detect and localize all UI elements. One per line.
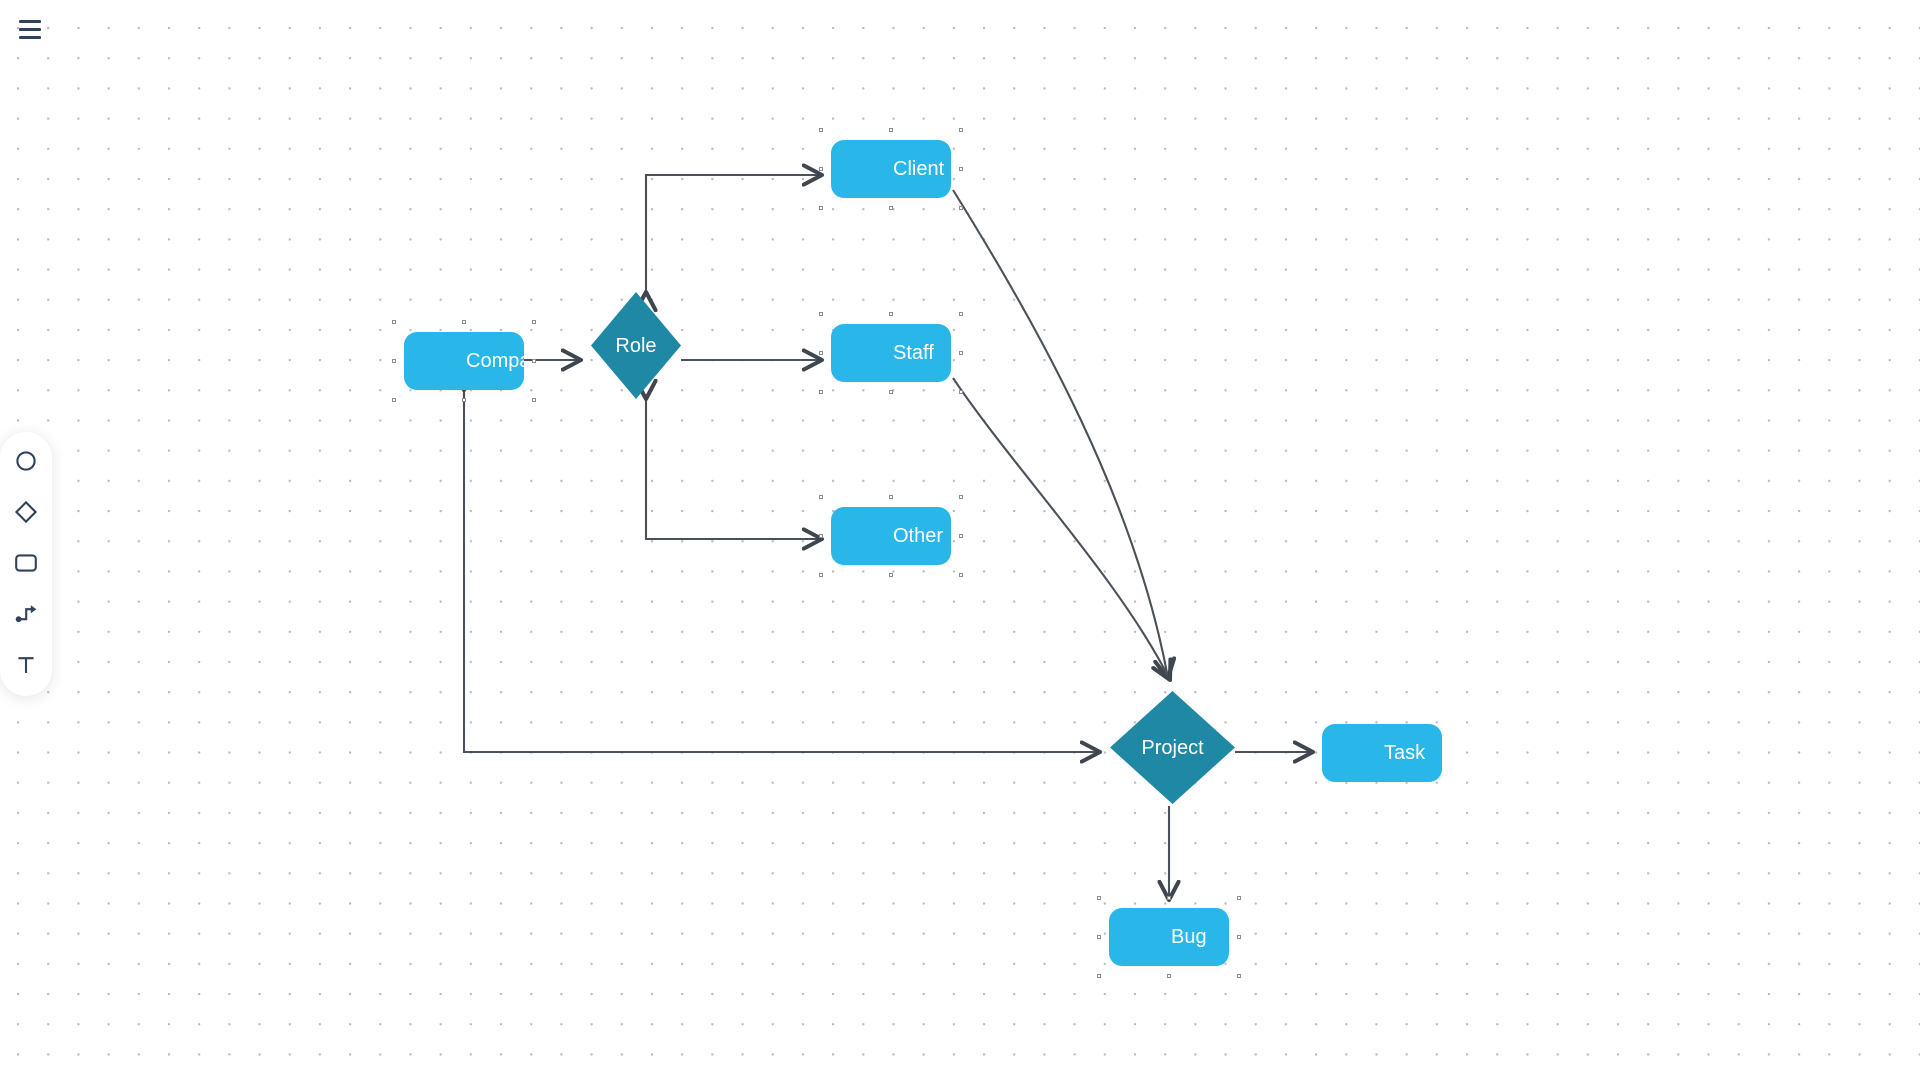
resize-handle-br[interactable] (959, 390, 963, 394)
text-t-icon (15, 654, 37, 676)
node-other[interactable]: Other (819, 495, 963, 577)
node-company[interactable]: Company (392, 320, 536, 402)
resize-handle-br[interactable] (532, 398, 536, 402)
resize-handle-br[interactable] (1237, 974, 1241, 978)
resize-handle-mr[interactable] (959, 534, 963, 538)
resize-handle-tl[interactable] (392, 320, 396, 324)
resize-handle-bl[interactable] (819, 390, 823, 394)
node-shape-rectangle (1322, 724, 1442, 782)
resize-handle-tr[interactable] (959, 312, 963, 316)
resize-handle-mr[interactable] (959, 167, 963, 171)
resize-handle-bl[interactable] (819, 573, 823, 577)
rectangle-icon (14, 553, 38, 573)
node-shape-diamond (591, 292, 681, 399)
resize-handle-mr[interactable] (1237, 935, 1241, 939)
node-shape-rectangle (831, 507, 951, 565)
hamburger-menu-button[interactable] (12, 12, 48, 46)
resize-handle-tl[interactable] (819, 128, 823, 132)
resize-handle-bl[interactable] (1097, 974, 1101, 978)
resize-handle-tm[interactable] (889, 312, 893, 316)
node-shape-diamond (1110, 691, 1235, 804)
rectangle-tool[interactable] (9, 548, 43, 578)
node-client[interactable]: Client (819, 128, 963, 210)
circle-icon (15, 450, 37, 472)
resize-handle-bm[interactable] (889, 206, 893, 210)
resize-handle-bl[interactable] (392, 398, 396, 402)
hamburger-bar-2 (19, 27, 41, 31)
node-project[interactable]: Project (1110, 691, 1235, 804)
resize-handle-ml[interactable] (1097, 935, 1101, 939)
resize-handle-tl[interactable] (819, 495, 823, 499)
resize-handle-tm[interactable] (1167, 896, 1171, 900)
resize-handle-tl[interactable] (819, 312, 823, 316)
resize-handle-bm[interactable] (462, 398, 466, 402)
resize-handle-mr[interactable] (532, 359, 536, 363)
node-bug[interactable]: Bug (1097, 896, 1241, 978)
connector-tool[interactable] (9, 599, 43, 629)
node-staff[interactable]: Staff (819, 312, 963, 394)
text-tool[interactable] (9, 650, 43, 680)
resize-handle-ml[interactable] (392, 359, 396, 363)
resize-handle-br[interactable] (959, 573, 963, 577)
resize-handle-bl[interactable] (819, 206, 823, 210)
connector-arrow-icon (14, 603, 38, 625)
shape-toolbar (0, 432, 52, 696)
resize-handle-tr[interactable] (532, 320, 536, 324)
diamond-tool[interactable] (9, 497, 43, 527)
resize-handle-ml[interactable] (819, 534, 823, 538)
resize-handle-tm[interactable] (462, 320, 466, 324)
resize-handle-bm[interactable] (889, 390, 893, 394)
hamburger-bar-3 (19, 35, 41, 39)
resize-handle-br[interactable] (959, 206, 963, 210)
node-task[interactable]: Task (1322, 724, 1442, 782)
hamburger-bar-1 (19, 19, 41, 23)
resize-handle-ml[interactable] (819, 167, 823, 171)
ellipse-tool[interactable] (9, 446, 43, 476)
resize-handle-tl[interactable] (1097, 896, 1101, 900)
node-role[interactable]: Role (591, 292, 681, 399)
resize-handle-tm[interactable] (889, 128, 893, 132)
resize-handle-tr[interactable] (959, 495, 963, 499)
resize-handle-bm[interactable] (889, 573, 893, 577)
diamond-icon (14, 500, 38, 524)
node-shape-rectangle (1109, 908, 1229, 966)
resize-handle-tr[interactable] (1237, 896, 1241, 900)
node-shape-rectangle (831, 324, 951, 382)
resize-handle-mr[interactable] (959, 351, 963, 355)
node-shape-rectangle (831, 140, 951, 198)
resize-handle-tr[interactable] (959, 128, 963, 132)
node-shape-rectangle (404, 332, 524, 390)
resize-handle-bm[interactable] (1167, 974, 1171, 978)
resize-handle-ml[interactable] (819, 351, 823, 355)
resize-handle-tm[interactable] (889, 495, 893, 499)
